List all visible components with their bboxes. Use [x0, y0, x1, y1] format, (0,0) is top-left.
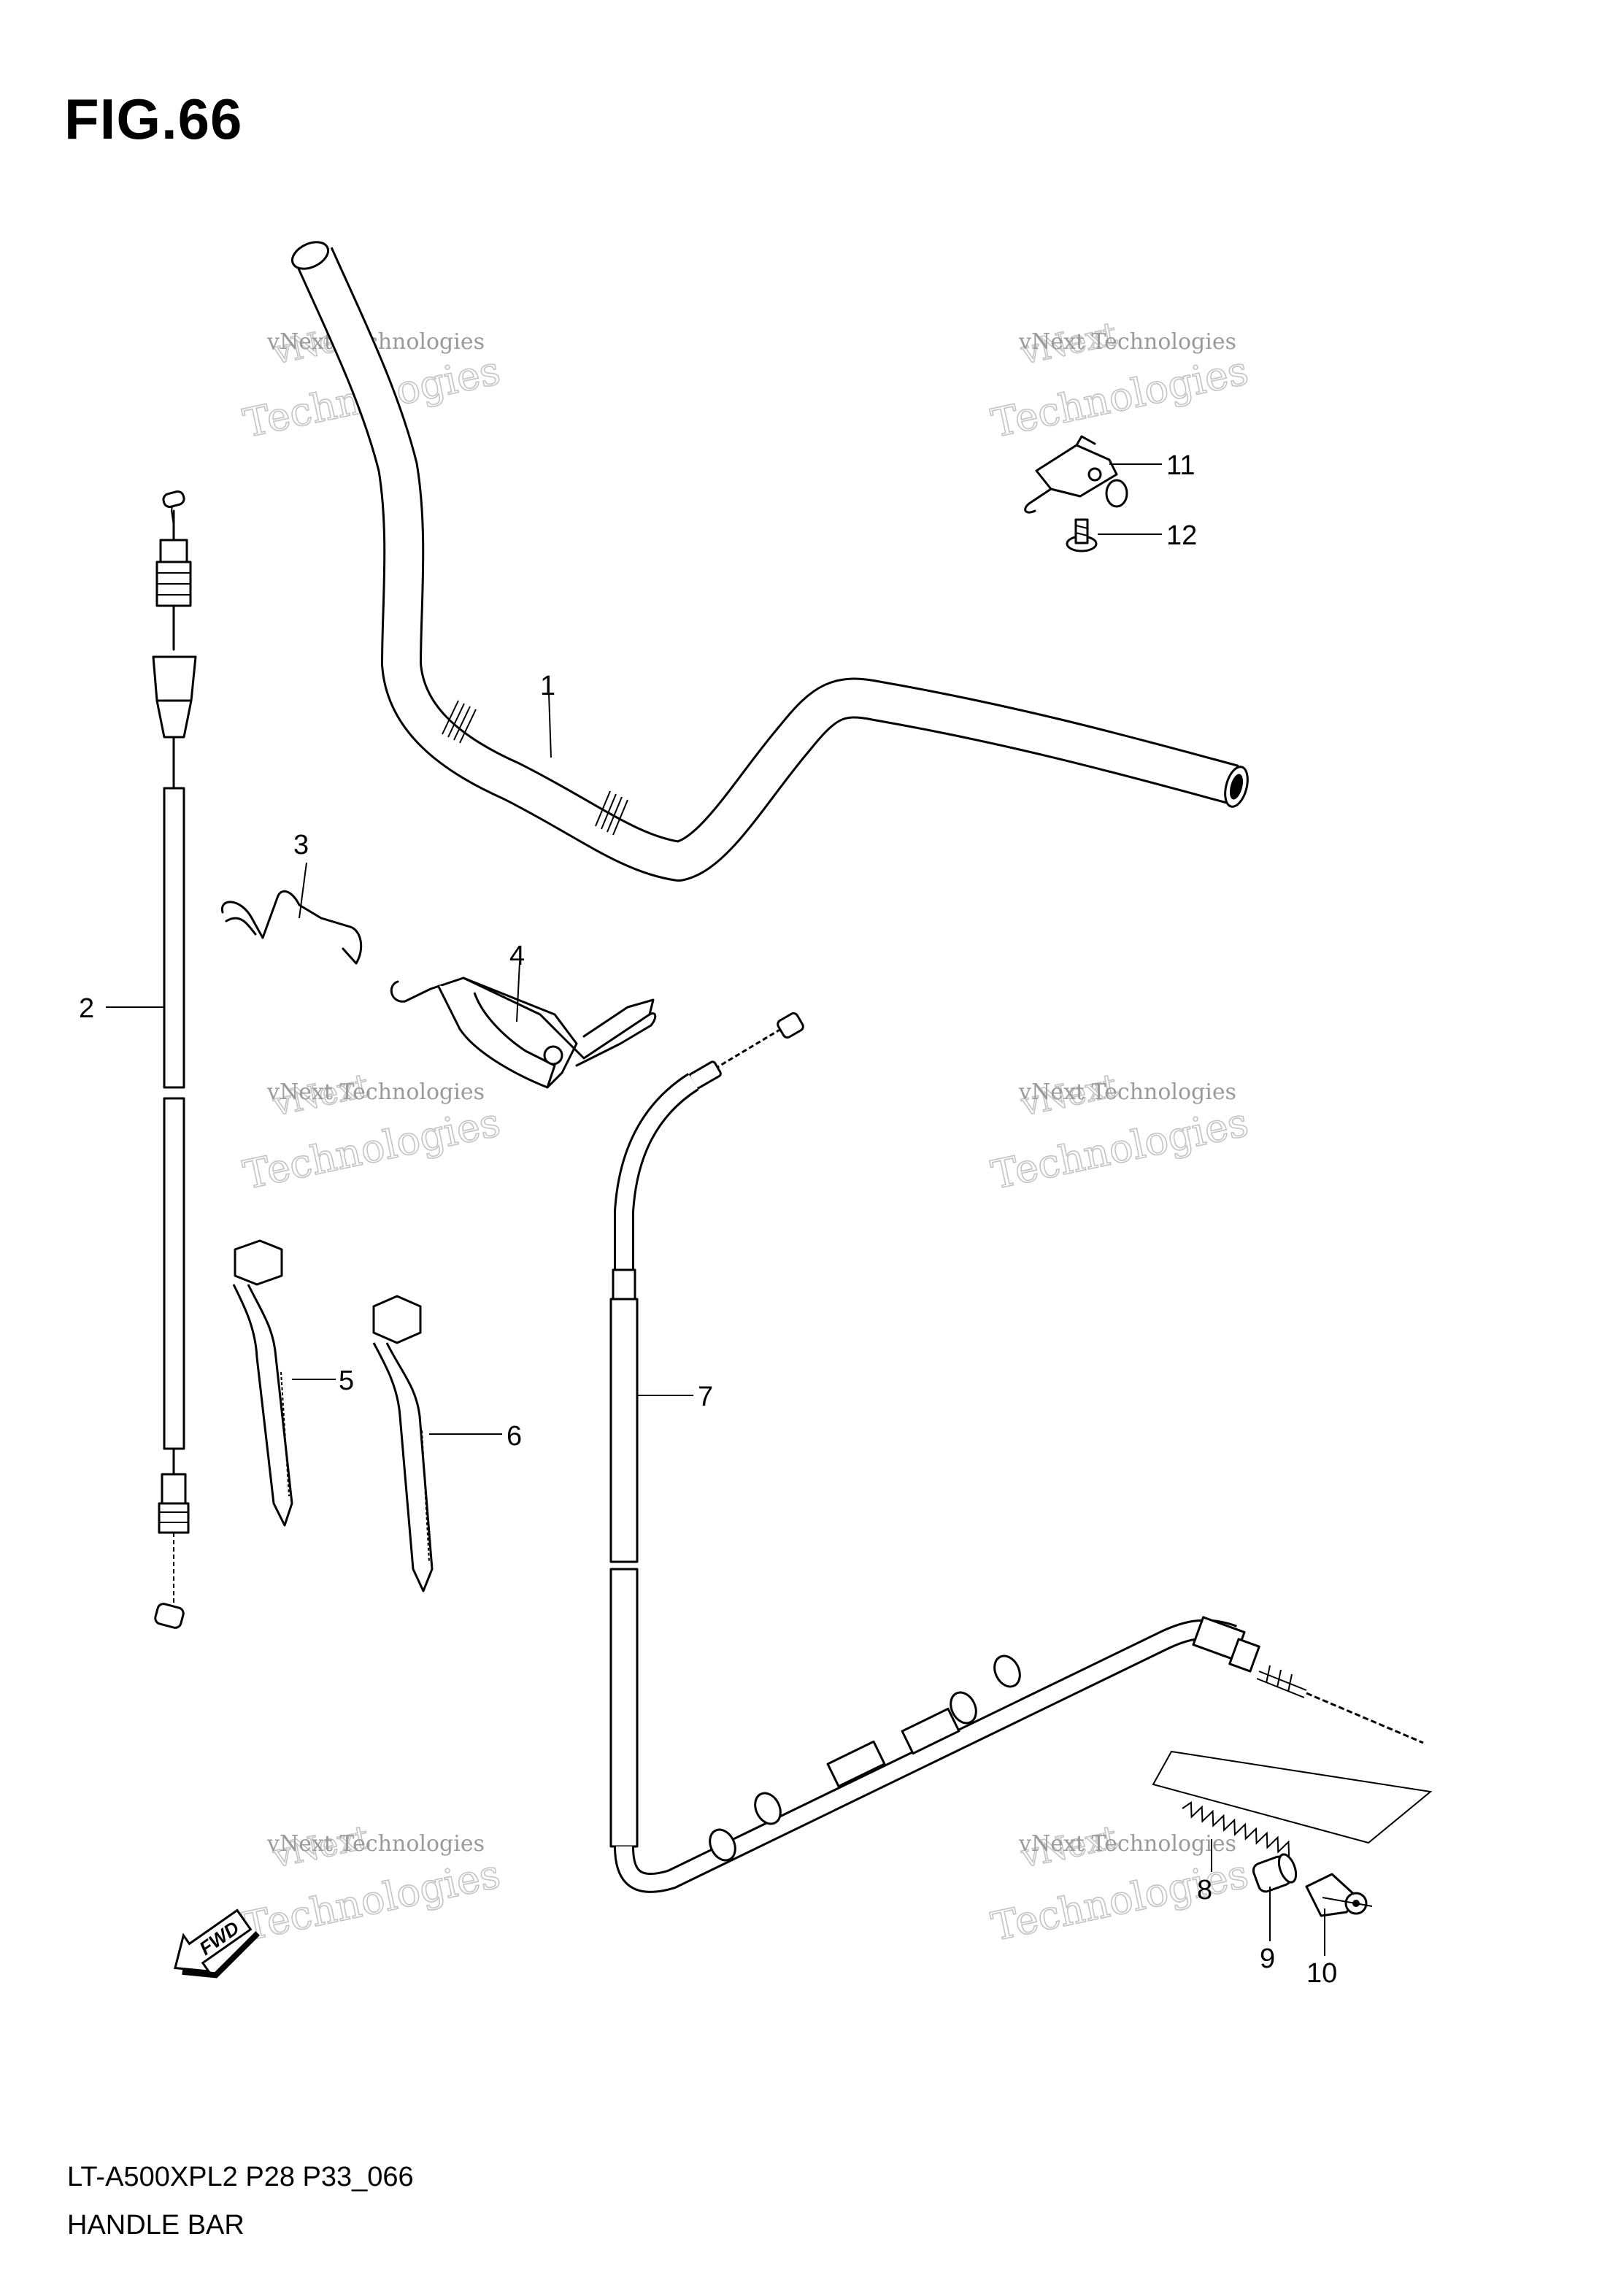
callout-labels: 1 2 3 4 5 6 7 8 9 10 11 12: [79, 450, 1337, 1989]
watermark-text: vNext Technologies: [266, 1831, 485, 1857]
watermark-text: vNext Technologies: [266, 1079, 485, 1105]
fwd-arrow: FWD: [174, 1908, 260, 1979]
figure-title: FIG.66: [64, 87, 243, 151]
callout-12: 12: [1166, 520, 1197, 551]
leader-lines: [106, 463, 1325, 1956]
callout-11: 11: [1166, 450, 1195, 481]
figure-code: LT-A500XPL2 P28 P33_066: [67, 2162, 414, 2192]
part-cable-tie-long: [372, 1295, 434, 1592]
callout-5: 5: [339, 1365, 354, 1396]
watermark-text: vNext Technologies: [1018, 1079, 1236, 1105]
part-joint: [1305, 1873, 1373, 1917]
part-spring: [1182, 1801, 1290, 1857]
part-cable-left: [152, 490, 197, 1629]
callout-3: 3: [293, 830, 309, 860]
callout-8: 8: [1197, 1875, 1212, 1906]
callout-10: 10: [1306, 1958, 1337, 1989]
watermark-group: vNext Technologies vNext Technologies vN…: [239, 315, 1252, 1950]
part-spring-clip: [221, 890, 363, 965]
callout-6: 6: [507, 1421, 522, 1452]
part-bracket-clamp: [390, 976, 657, 1089]
callout-1: 1: [540, 671, 555, 701]
watermark-text: vNext Technologies: [1018, 329, 1236, 355]
figure-name: HANDLE BAR: [67, 2210, 245, 2241]
part-screw: [1066, 518, 1098, 552]
callout-9: 9: [1260, 1943, 1275, 1974]
callout-4: 4: [509, 941, 525, 971]
part-cable-brake: [609, 1012, 1433, 1893]
part-handlebar: [290, 241, 1249, 882]
callout-2: 2: [79, 993, 94, 1024]
part-cylinder-nut: [1252, 1853, 1298, 1893]
part-cable-tie-short: [232, 1239, 293, 1527]
callout-7: 7: [698, 1382, 713, 1412]
part-bracket-small: [1024, 435, 1128, 514]
watermark-text: vNext Technologies: [1018, 1831, 1236, 1857]
